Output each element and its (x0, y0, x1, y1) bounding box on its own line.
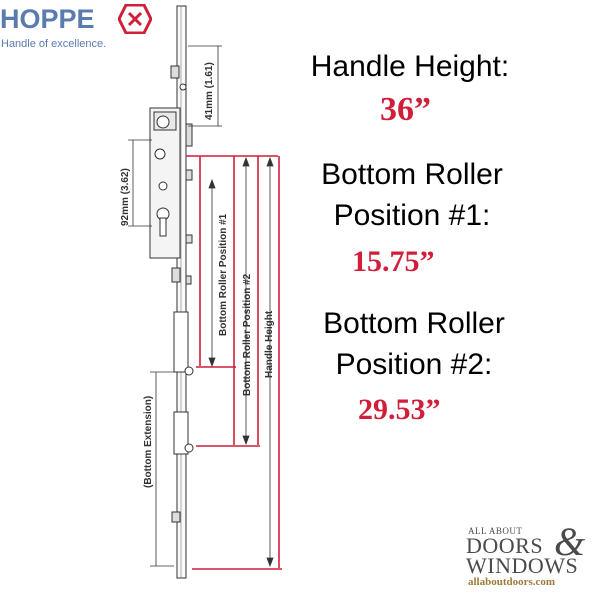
red-dimension-lines (186, 155, 282, 570)
roller2-label-line2: Position #2: (335, 348, 493, 381)
handle-height-value: 36” (380, 91, 431, 128)
roller2-value: 29.53” (358, 393, 441, 426)
dim-41mm-label: 41mm (1.61) (204, 62, 215, 120)
bottom-extension-label: (Bottom Extension) (143, 396, 154, 488)
aadw-small-text: ALL ABOUT (468, 526, 523, 536)
aadw-doors-text: DOORS (466, 533, 544, 558)
handle-height-label: Handle Height: (310, 50, 510, 83)
roller1-label-line2: Position #1: (333, 199, 491, 232)
dim-41mm (188, 45, 222, 127)
roller2-label-line1: Bottom Roller (323, 307, 505, 340)
handle-height-dim-label: Handle Height (264, 310, 275, 378)
aadw-windows-text: WINDOWS (466, 553, 579, 578)
all-about-doors-windows-logo: ALL ABOUT DOORS & WINDOWS allaboutdoors.… (462, 522, 594, 589)
dim-92mm (128, 139, 152, 227)
dim-92mm-label: 92mm (3.62) (120, 168, 131, 226)
roller2-dim-label: Bottom Roller Position #2 (242, 273, 253, 396)
dim-bottom-extension (150, 371, 174, 567)
roller1-value: 15.75” (352, 245, 435, 278)
roller1-dim-label: Bottom Roller Position #1 (218, 213, 229, 336)
aadw-ampersand: & (554, 519, 586, 564)
aadw-url-text: allaboutdoors.com (468, 576, 556, 588)
hoppe-tagline: Handle of excellence. (1, 38, 107, 50)
lock-rail (149, 5, 194, 579)
hoppe-brand-name: HOPPE (0, 4, 95, 34)
hoppe-hexagon-icon (118, 4, 152, 34)
hoppe-logo: HOPPE Handle of excellence. (0, 4, 160, 52)
roller1-label-line1: Bottom Roller (321, 158, 503, 191)
black-dimension-lines (208, 156, 274, 568)
